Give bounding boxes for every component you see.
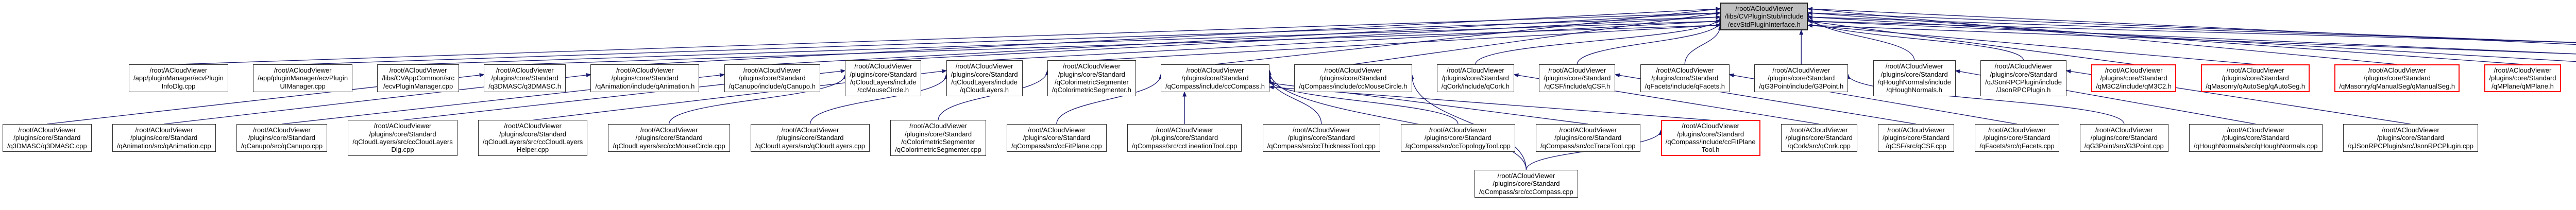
graph-node-ccFitPlaneTool_h[interactable]: /root/ACloudViewer /plugins/core/Standar… [1660, 120, 1760, 156]
include-edge [1215, 7, 1721, 65]
include-edge [1091, 23, 1721, 61]
graph-node-qc_ccMouseCircle_h[interactable]: /root/ACloudViewer /plugins/core/Standar… [1294, 64, 1412, 92]
graph-node-qmanualseg_h[interactable]: /root/ACloudViewer /plugins/core/Standar… [2334, 64, 2460, 92]
graph-node-g3point_cpp[interactable]: /root/ACloudViewer /plugins/core/Standar… [2079, 124, 2168, 152]
include-edge [1807, 11, 2576, 43]
include-edge [883, 15, 1721, 61]
graph-node-qmplane_h[interactable]: /root/ACloudViewer /plugins/core/Standar… [2484, 64, 2561, 92]
graph-node-cccompass_h[interactable]: /root/ACloudViewer /plugins/core/Standar… [1161, 64, 1269, 92]
include-edge [772, 11, 1721, 65]
graph-node-jsonrpc_h[interactable]: /root/ACloudViewer /plugins/core/Standar… [1980, 60, 2066, 96]
graph-node-qcork_cpp[interactable]: /root/ACloudViewer /plugins/core/Standar… [1781, 124, 1857, 152]
graph-node-ccFitPlane_cpp[interactable]: /root/ACloudViewer /plugins/core/Standar… [1007, 124, 1107, 152]
graph-node-qcsf_h[interactable]: /root/ACloudViewer /plugins/core/Standar… [1539, 64, 1616, 92]
graph-node-cl_ccMouseCircle_h[interactable]: /root/ACloudViewer /plugins/core/Standar… [845, 60, 922, 96]
graph-node-qcloudlayers_h[interactable]: /root/ACloudViewer /plugins/core/Standar… [946, 60, 1023, 96]
graph-node-qcsf_cpp[interactable]: /root/ACloudViewer /plugins/core/Standar… [1878, 124, 1955, 152]
include-edge [1806, 12, 1915, 61]
graph-node-q3dmasc_cpp[interactable]: /root/ACloudViewer /plugins/core/Standar… [3, 124, 92, 152]
graph-node-ccThicknessTool_cpp[interactable]: /root/ACloudViewer /plugins/core/Standar… [1262, 124, 1380, 152]
graph-node-qanimation_cpp[interactable]: /root/ACloudViewer /plugins/core/Standar… [112, 124, 216, 152]
graph-node-uiManager_cpp[interactable]: /root/ACloudViewer /app/pluginManager/ec… [253, 64, 353, 92]
graph-node-pluginManager_cpp[interactable]: /root/ACloudViewer /libs/CVAppCommon/src… [377, 64, 459, 92]
include-edge [1807, 11, 2523, 65]
graph-node-qm3c2_h[interactable]: /root/ACloudViewer /plugins/core/Standar… [2091, 64, 2176, 92]
graph-node-qcork_h[interactable]: /root/ACloudViewer /plugins/core/Standar… [1436, 64, 1514, 92]
include-edge [1353, 11, 1721, 65]
graph-node-qfacets_cpp[interactable]: /root/ACloudViewer /plugins/core/Standar… [1975, 124, 2059, 152]
graph-row-indirect-includers: /root/ACloudViewer /plugins/core/Standar… [3, 117, 2478, 159]
graph-node-qanimation_h[interactable]: /root/ACloudViewer /plugins/core/Standar… [590, 64, 700, 92]
graph-node-qcanupo_h[interactable]: /root/ACloudViewer /plugins/core/Standar… [724, 64, 820, 92]
graph-node-qfacets_h[interactable]: /root/ACloudViewer /plugins/core/Standar… [1640, 64, 1730, 92]
graph-node-cl_ccMouseCircle_cpp[interactable]: /root/ACloudViewer /plugins/core/Standar… [608, 124, 730, 152]
include-edge [1807, 7, 2397, 65]
graph-node-qhoughnormals_cpp[interactable]: /root/ACloudViewer /plugins/core/Standar… [2189, 124, 2323, 152]
graph-node-qcloudlayers_cpp[interactable]: /root/ACloudViewer /plugins/core/Standar… [750, 124, 870, 152]
graph-node-ccCloudLayersHelper_cpp[interactable]: /root/ACloudViewer /plugins/core/Standar… [478, 120, 588, 156]
graph-node-infoDlg_cpp[interactable]: /root/ACloudViewer /app/pluginManager/ec… [129, 64, 228, 92]
graph-node-ccTopologyTool_cpp[interactable]: /root/ACloudViewer /plugins/core/Standar… [1401, 124, 1515, 152]
graph-node-ccLineationTool_cpp[interactable]: /root/ACloudViewer /plugins/core/Standar… [1127, 124, 1242, 152]
graph-node-qcolorimetric_h[interactable]: /root/ACloudViewer /plugins/core/Standar… [1047, 60, 1136, 96]
graph-node-ccCompass_cpp[interactable]: /root/ACloudViewer /plugins/core/Standar… [1475, 170, 1578, 198]
graph-node-g3point_h[interactable]: /root/ACloudViewer /plugins/core/Standar… [1754, 64, 1849, 92]
graph-row-root: /root/ACloudViewer /libs/CVPluginStub/in… [1720, 3, 1808, 30]
graph-node-ccCloudLayersDlg_cpp[interactable]: /root/ACloudViewer /plugins/core/Standar… [348, 120, 457, 156]
graph-node-root[interactable]: /root/ACloudViewer /libs/CVPluginStub/in… [1720, 3, 1808, 30]
include-edge [984, 19, 1721, 61]
graph-node-ccTraceTool_cpp[interactable]: /root/ACloudViewer /plugins/core/Standar… [1536, 124, 1640, 152]
include-edge [1807, 19, 2576, 55]
include-edge [1807, 7, 2576, 45]
graph-row-deep-includers: /root/ACloudViewer /plugins/core/Standar… [1475, 170, 1578, 198]
graph-node-qhoughnormals_h[interactable]: /root/ACloudViewer /plugins/core/Standar… [1873, 60, 1956, 96]
include-edge [1806, 16, 2024, 61]
graph-node-jsonrpc_cpp[interactable]: /root/ACloudViewer /plugins/core/Standar… [2343, 124, 2478, 152]
graph-row-direct-includers: /root/ACloudViewer /app/pluginManager/ec… [129, 58, 2576, 99]
graph-node-q3dmasc_h[interactable]: /root/ACloudViewer /plugins/core/Standar… [484, 64, 566, 92]
include-edge [645, 7, 1721, 65]
graph-node-qautoseg_h[interactable]: /root/ACloudViewer /plugins/core/Standar… [2201, 64, 2310, 92]
graph-node-qcolorimetric_cpp[interactable]: /root/ACloudViewer /plugins/core/Standar… [890, 120, 986, 156]
graph-node-qcanupo_cpp[interactable]: /root/ACloudViewer /plugins/core/Standar… [236, 124, 328, 152]
include-edge [178, 11, 1721, 65]
